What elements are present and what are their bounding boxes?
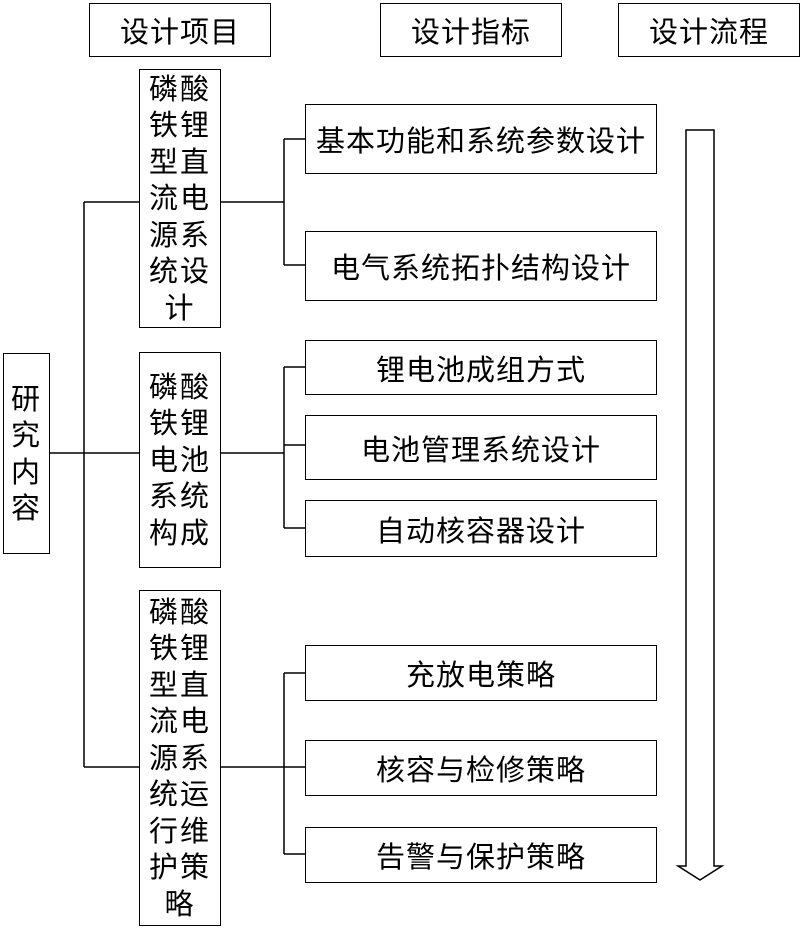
item-battery-grouping: 锂电池成组方式 [305, 340, 657, 395]
group-line: 统运 [148, 777, 211, 812]
group-line: 流电 [148, 704, 211, 739]
group-line: 型直 [148, 144, 211, 179]
root-line: 内 [10, 454, 42, 489]
item-electrical-topology: 电气系统拓扑结构设计 [305, 231, 657, 301]
root-line: 容 [10, 491, 42, 525]
header-design-indicator: 设计指标 [380, 3, 562, 57]
item-basic-function-params: 基本功能和系统参数设计 [305, 104, 657, 174]
group-line: 铁锂 [148, 406, 211, 441]
battery-system-box: 磷酸 铁锂 电池 系统 构成 [139, 352, 221, 568]
group-line: 护策 [148, 850, 211, 885]
flow-arrow-icon [675, 129, 725, 881]
group-line: 构成 [148, 515, 211, 550]
item-bms-design: 电池管理系统设计 [305, 415, 657, 480]
header-design-item: 设计项目 [89, 3, 271, 57]
group-line: 流电 [148, 181, 211, 216]
root-line: 研 [10, 381, 42, 416]
group-line: 型直 [148, 667, 211, 702]
group-line: 磷酸 [148, 369, 211, 404]
item-alarm-protection: 告警与保护策略 [305, 827, 657, 883]
item-charge-discharge: 充放电策略 [305, 645, 657, 701]
header-design-flow: 设计流程 [618, 3, 800, 57]
group-line: 计 [164, 290, 196, 325]
group-line: 磷酸 [148, 71, 211, 106]
group-line: 源系 [148, 217, 211, 252]
item-auto-capacity-checker: 自动核容器设计 [305, 500, 657, 557]
group-line: 源系 [148, 740, 211, 775]
group-line: 电池 [148, 442, 211, 477]
research-content-box: 研 究 内 容 [3, 353, 50, 554]
group-line: 铁锂 [148, 108, 211, 143]
item-capacity-maintenance: 核容与检修策略 [305, 740, 657, 796]
system-design-box: 磷酸 铁锂 型直 流电 源系 统设 计 [139, 69, 221, 328]
group-line: 磷酸 [148, 594, 211, 629]
group-line: 系统 [148, 479, 211, 514]
root-line: 究 [10, 418, 42, 452]
group-line: 统设 [148, 254, 211, 289]
group-line: 铁锂 [148, 631, 211, 666]
operation-maintenance-box: 磷酸 铁锂 型直 流电 源系 统运 行维 护策 略 [139, 590, 221, 926]
group-line: 略 [164, 886, 196, 921]
group-line: 行维 [148, 813, 211, 848]
